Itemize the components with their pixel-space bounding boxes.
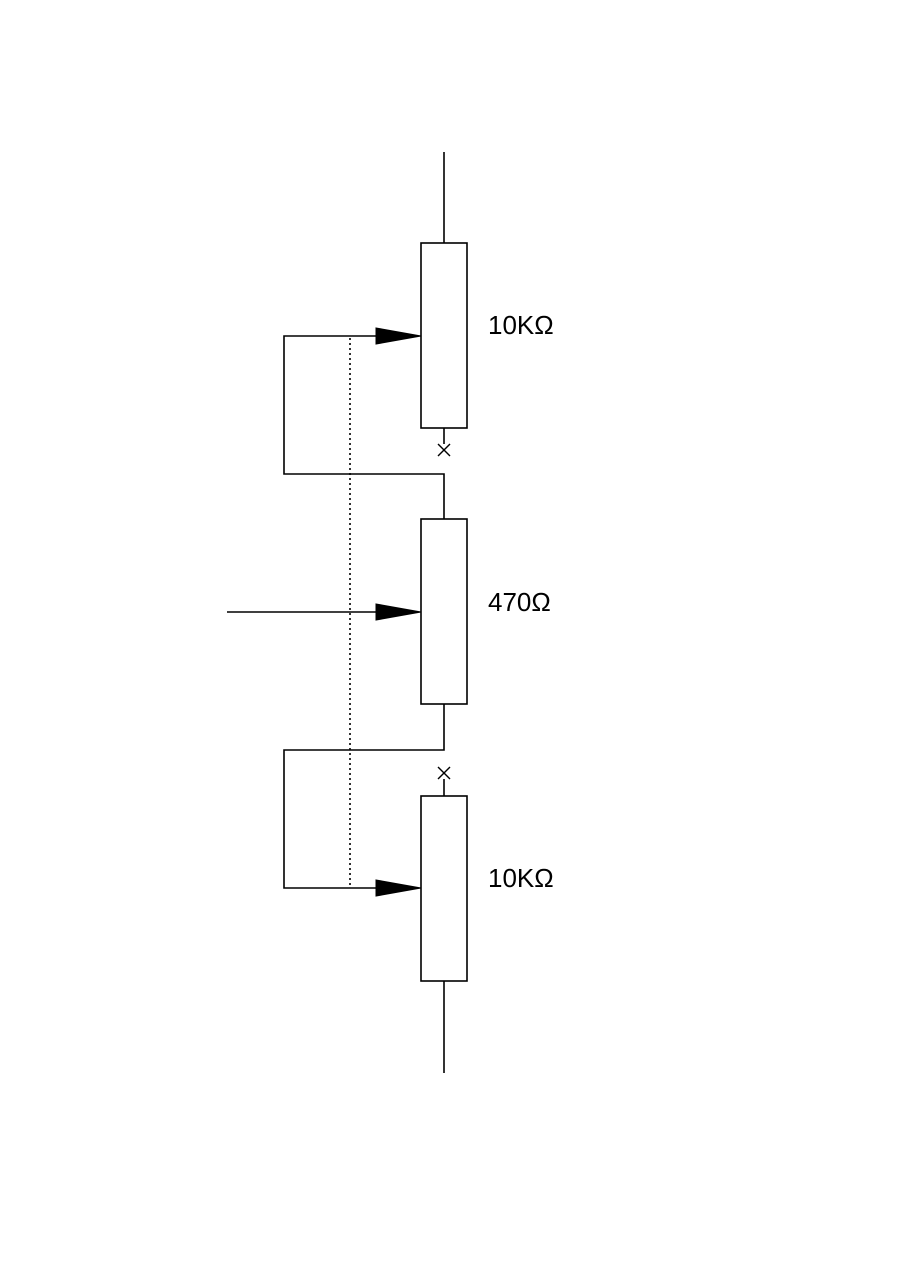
no-connect-marker-bottom [437, 766, 451, 780]
potentiometer-middle-value: 470Ω [488, 587, 551, 617]
no-connect-marker-top [437, 443, 451, 457]
wiper-arrow-top [375, 327, 422, 345]
potentiometer-top-value: 10KΩ [488, 310, 554, 340]
potentiometer-middle: 470Ω [227, 518, 551, 705]
wiper-arrow-middle [375, 603, 422, 621]
bottom-wiper-loop-wire [283, 704, 445, 889]
potentiometer-bottom: 10KΩ [375, 766, 554, 1073]
potentiometer-bottom-value: 10KΩ [488, 863, 554, 893]
top-wiper-loop-wire [283, 335, 445, 519]
potentiometer-top-body [420, 242, 468, 429]
potentiometer-bottom-body [420, 795, 468, 982]
potentiometer-top: 10KΩ [375, 152, 554, 457]
wiper-arrow-bottom [375, 879, 422, 897]
potentiometer-middle-body [420, 518, 468, 705]
